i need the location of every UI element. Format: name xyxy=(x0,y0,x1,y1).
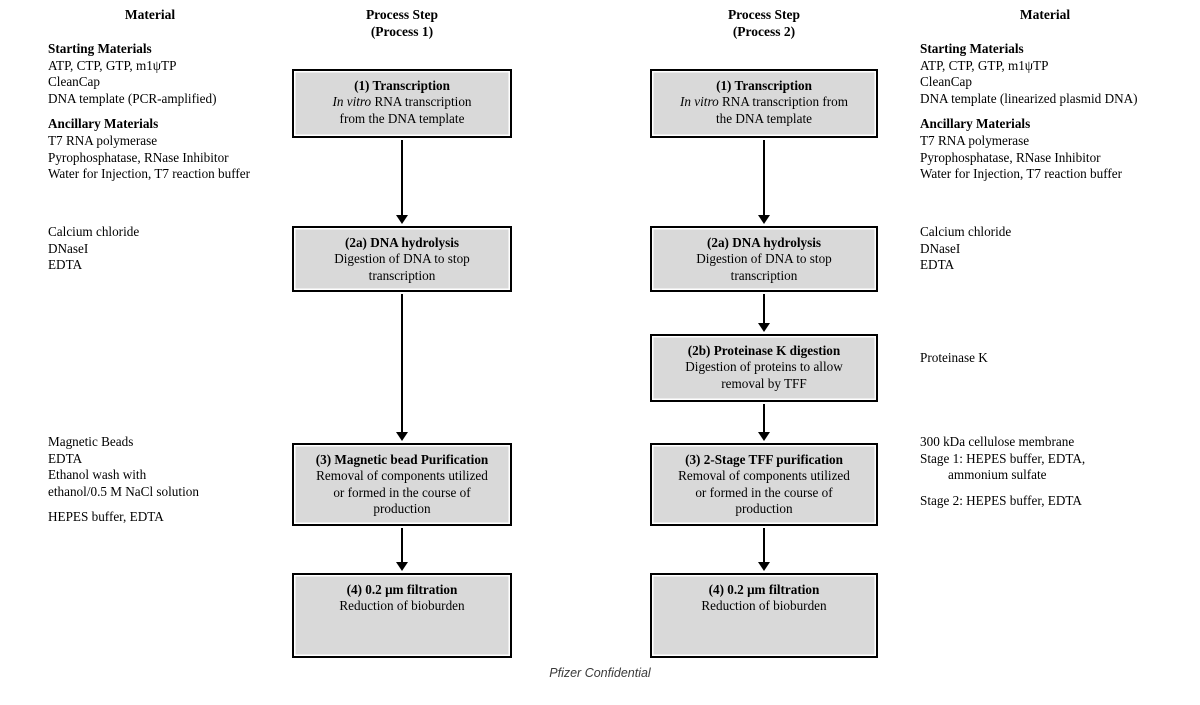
arrow-p2-transcription-to-hydrolysis xyxy=(757,140,771,224)
material-line: ATP, CTP, GTP, m1ψTP xyxy=(920,57,1049,73)
material-line: Proteinase K xyxy=(920,350,988,365)
material-line: Water for Injection, T7 reaction buffer xyxy=(48,166,251,182)
process-step-title: (4) 0.2 μm filtration xyxy=(708,582,820,597)
material-line: ammonium sulfate xyxy=(948,467,1047,483)
arrow-p1-transcription-to-hydrolysis xyxy=(395,140,409,224)
material-line: ATP, CTP, GTP, m1ψTP xyxy=(48,57,177,73)
arrow-p1-purification-to-filtration xyxy=(395,528,409,571)
material-group-heading: Ancillary Materials xyxy=(48,116,159,132)
material-line: T7 RNA polymerase xyxy=(920,132,1030,148)
process-step-title: (1) Transcription xyxy=(716,78,812,93)
material-line: CleanCap xyxy=(920,74,973,90)
process-step-description: Reduction of bioburden xyxy=(701,598,827,614)
material-line: HEPES buffer, EDTA xyxy=(48,509,164,525)
material-line-spacer xyxy=(920,107,1195,116)
material-line: Pyrophosphatase, RNase Inhibitor xyxy=(48,149,229,165)
material-line: DNaseI xyxy=(920,240,961,256)
process-step-title: (2b) Proteinase K digestion xyxy=(687,343,841,358)
material-line: CleanCap xyxy=(48,74,101,90)
material-line: Stage 1: HEPES buffer, EDTA, xyxy=(920,450,1086,466)
column-header-process-2-line2: (Process 2) xyxy=(732,24,796,39)
material-line: Magnetic Beads xyxy=(48,434,134,449)
material-line: DNaseI xyxy=(48,240,89,256)
material-line: EDTA xyxy=(920,257,955,273)
column-header-material-right: Material xyxy=(905,6,1185,23)
material-line: T7 RNA polymerase xyxy=(48,132,158,148)
material-right-proteinase-k-digestion: Proteinase K xyxy=(920,350,1195,367)
column-header-material-left: Material xyxy=(20,6,280,23)
material-line: Pyrophosphatase, RNase Inhibitor xyxy=(920,149,1101,165)
process-step-description-italic: In vitro xyxy=(680,94,719,110)
material-group-heading: Starting Materials xyxy=(48,41,152,56)
material-line: Water for Injection, T7 reaction buffer xyxy=(920,166,1123,182)
page-footer: Pfizer Confidential xyxy=(549,666,651,680)
process-step-title: (2a) DNA hydrolysis xyxy=(706,235,822,250)
material-line: DNA template (PCR-amplified) xyxy=(48,90,217,106)
material-line: Stage 2: HEPES buffer, EDTA xyxy=(920,492,1082,508)
material-line: EDTA xyxy=(48,450,83,466)
material-line: ethanol/0.5 M NaCl solution xyxy=(48,483,199,499)
material-line: Ethanol wash with xyxy=(48,467,147,483)
arrow-p2-tff-to-filtration xyxy=(757,528,771,571)
material-group-heading: Ancillary Materials xyxy=(920,116,1031,132)
material-group-heading: Starting Materials xyxy=(920,41,1024,56)
material-line-spacer xyxy=(48,107,298,116)
column-header-process-1: Process Step (Process 1) xyxy=(292,6,512,40)
column-header-process-1-line2: (Process 1) xyxy=(370,24,434,39)
process-step-title: (1) Transcription xyxy=(354,78,450,93)
column-header-process-2: Process Step (Process 2) xyxy=(650,6,878,40)
material-line: Calcium chloride xyxy=(48,224,140,239)
process-step-title: (3) Magnetic bead Purification xyxy=(315,452,489,467)
column-header-material-left-label: Material xyxy=(124,7,176,22)
process-step-description-italic: In vitro xyxy=(332,94,372,110)
arrow-p1-hydrolysis-to-purification xyxy=(395,294,409,441)
material-line: EDTA xyxy=(48,257,83,273)
process-step-title: (2a) DNA hydrolysis xyxy=(344,235,460,250)
column-header-process-1-line1: Process Step xyxy=(365,7,439,22)
material-line: 300 kDa cellulose membrane xyxy=(920,434,1075,449)
process-step-title: (3) 2-Stage TFF purification xyxy=(685,452,843,467)
arrow-p2-proteinase-to-tff xyxy=(757,404,771,441)
column-header-material-right-label: Material xyxy=(1019,7,1071,22)
material-line-spacer xyxy=(48,500,298,509)
process-step-title: (4) 0.2 μm filtration xyxy=(346,582,458,597)
column-header-process-2-line1: Process Step xyxy=(727,7,801,22)
material-line: Calcium chloride xyxy=(920,224,1012,239)
material-line: DNA template (linearized plasmid DNA) xyxy=(920,90,1138,106)
material-line-spacer xyxy=(920,484,1195,493)
arrow-p2-hydrolysis-to-proteinase xyxy=(757,294,771,332)
process-step-description: Reduction of bioburden xyxy=(339,598,465,614)
